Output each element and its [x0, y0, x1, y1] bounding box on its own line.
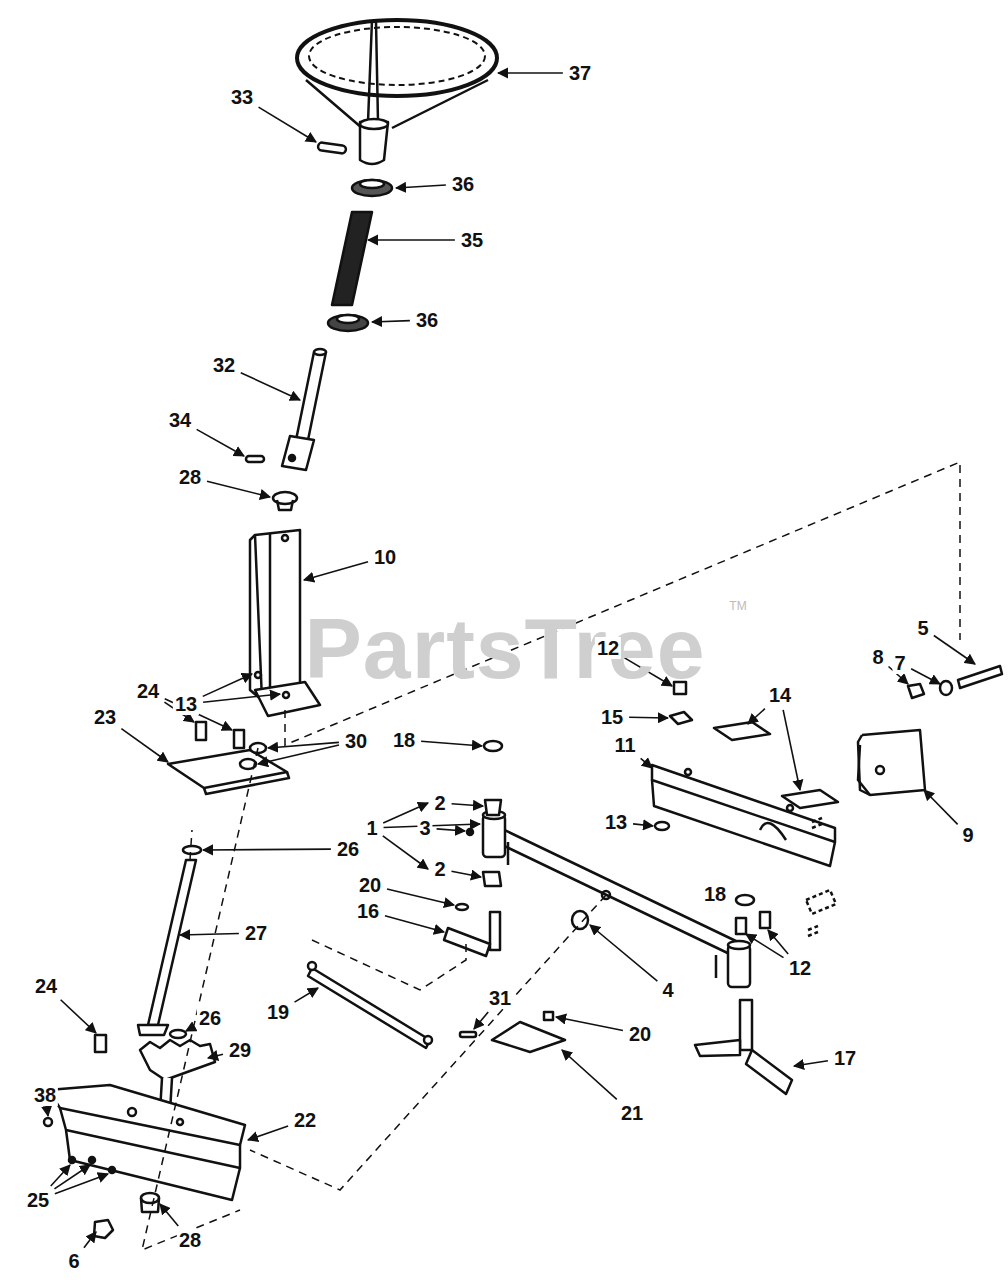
leader-line — [437, 829, 465, 831]
callout-number: 14 — [767, 684, 793, 706]
callout-number: 37 — [567, 62, 593, 84]
callout-number: 23 — [92, 706, 118, 728]
leader-line — [629, 717, 668, 719]
callout-number: 20 — [357, 874, 383, 896]
callout-number: 38 — [32, 1084, 58, 1106]
callout-number: 10 — [372, 546, 398, 568]
callout-number: 24 — [33, 975, 59, 997]
callout-number: 34 — [167, 409, 193, 431]
leader-line — [498, 72, 563, 74]
leader-line — [121, 729, 168, 762]
leader-line — [295, 988, 318, 1002]
leader-line — [55, 1174, 108, 1194]
leader-line — [208, 1054, 223, 1058]
leader-line — [633, 824, 653, 826]
leader-line — [258, 745, 339, 764]
leader-line — [259, 107, 316, 142]
callout-number: 11 — [612, 734, 637, 756]
callout-number: 24 — [135, 680, 161, 702]
callout-number: 29 — [227, 1039, 253, 1061]
callout-number: 1 — [364, 817, 379, 839]
callout-number: 27 — [243, 922, 269, 944]
leader-line — [248, 1126, 288, 1140]
callout-number: 18 — [702, 883, 728, 905]
leader-line — [396, 185, 446, 188]
watermark: PartsTree — [302, 604, 707, 692]
leader-line — [768, 930, 788, 954]
callout-number: 15 — [599, 706, 625, 728]
leader-line — [372, 321, 410, 322]
callout-number: 22 — [292, 1109, 318, 1131]
leader-line — [203, 674, 252, 696]
leader-line — [160, 1204, 178, 1226]
callout-number: 9 — [960, 824, 975, 846]
callout-number: 13 — [603, 811, 629, 833]
callout-number: 4 — [660, 979, 675, 1001]
leader-line — [474, 1012, 488, 1029]
leader-line — [186, 1027, 193, 1031]
leader-line — [783, 710, 800, 790]
callout-number: 36 — [414, 309, 440, 331]
leader-line — [934, 636, 975, 664]
leader-line — [207, 481, 270, 497]
leader-line — [421, 741, 482, 746]
leader-line — [61, 1000, 96, 1033]
callout-number: 26 — [197, 1007, 223, 1029]
leader-line — [46, 1110, 48, 1116]
leader-line — [451, 871, 481, 877]
callout-number: 31 — [487, 987, 513, 1009]
leader-line — [562, 1050, 617, 1099]
leader-line — [368, 239, 455, 241]
leader-line — [794, 1061, 828, 1066]
callout-number: 28 — [177, 466, 203, 488]
callout-number: 20 — [627, 1023, 653, 1045]
leader-line — [556, 1017, 623, 1031]
callout-number: 30 — [343, 730, 369, 752]
callout-number: 36 — [450, 173, 476, 195]
leader-line — [383, 836, 428, 869]
leader-line — [203, 694, 280, 702]
leader-line — [590, 925, 657, 981]
callout-number: 21 — [619, 1102, 645, 1124]
leader-line — [84, 1232, 96, 1248]
callout-number: 17 — [832, 1047, 858, 1069]
callout-number: 12 — [787, 957, 813, 979]
callout-number: 33 — [229, 86, 255, 108]
callout-number: 26 — [335, 838, 361, 860]
leader-line — [911, 669, 940, 684]
callout-number: 12 — [595, 637, 621, 659]
leader-line — [180, 933, 239, 935]
callout-number: 7 — [892, 652, 907, 674]
callout-number: 19 — [265, 1001, 291, 1023]
leader-line — [746, 934, 783, 958]
leader-line — [241, 373, 300, 400]
callout-number: 5 — [915, 617, 930, 639]
leader-line — [641, 758, 652, 768]
leader-line — [387, 889, 454, 905]
trademark-mark: TM — [727, 599, 748, 613]
callout-number: 28 — [177, 1229, 203, 1251]
leader-line — [197, 429, 244, 456]
leader-line — [304, 562, 368, 580]
callout-number: 2 — [432, 792, 447, 814]
callout-number: 25 — [25, 1189, 51, 1211]
callout-number: 3 — [417, 817, 432, 839]
callout-number: 32 — [211, 354, 237, 376]
callout-number: 6 — [66, 1250, 81, 1272]
callout-number: 35 — [459, 229, 485, 251]
leader-line — [51, 1165, 70, 1186]
leader-line — [385, 916, 444, 932]
leader-line — [924, 790, 958, 824]
callout-number: 8 — [870, 646, 885, 668]
leader-line — [748, 709, 765, 724]
callout-number: 2 — [432, 858, 447, 880]
leader-line — [452, 804, 483, 806]
callout-number: 16 — [355, 900, 381, 922]
callout-number: 18 — [391, 729, 417, 751]
leader-line — [54, 1165, 90, 1189]
callout-number: 13 — [173, 693, 199, 715]
leader-line — [203, 848, 331, 850]
